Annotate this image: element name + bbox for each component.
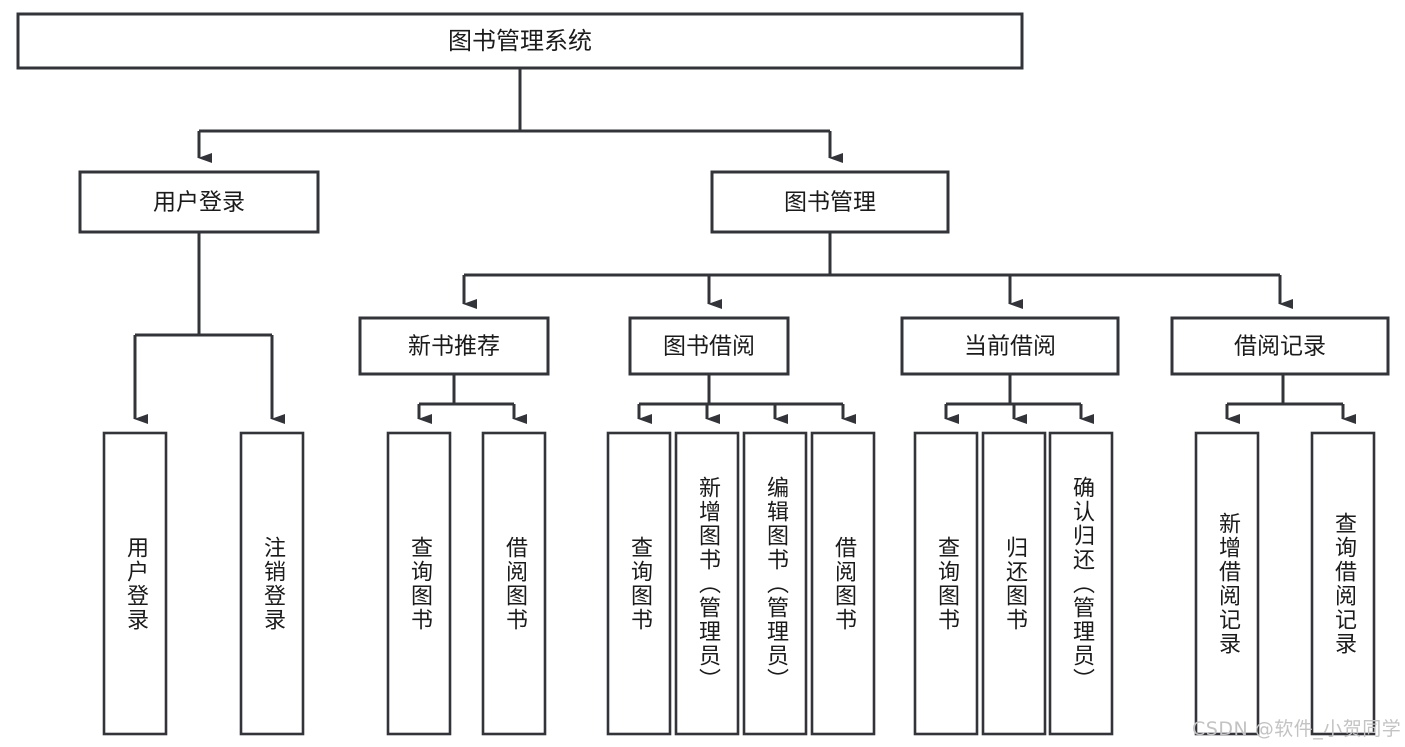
node-leaf-borrow-book-1[interactable]	[481, 431, 547, 736]
node-label-book-manage: 图书管理	[784, 190, 876, 216]
node-label-borrow-record: 借阅记录	[1234, 334, 1326, 360]
node-new-book-recommend[interactable]	[358, 316, 550, 376]
node-leaf-confirm-return[interactable]	[1048, 431, 1114, 736]
node-book-borrow[interactable]	[628, 316, 790, 376]
node-borrow-record[interactable]	[1170, 316, 1390, 376]
connector-current-to-leaves	[944, 374, 1094, 424]
root-node-label: 图书管理系统	[448, 27, 592, 55]
node-book-manage[interactable]	[710, 170, 950, 234]
connector-root-to-level2	[197, 68, 843, 163]
node-leaf-query-book-2[interactable]	[606, 431, 672, 736]
node-leaf-add-book[interactable]	[674, 431, 740, 736]
node-label-current-borrow: 当前借阅	[964, 334, 1056, 360]
node-leaf-user-login[interactable]	[102, 431, 168, 736]
node-leaf-borrow-book-2[interactable]	[810, 431, 876, 736]
node-label-book-borrow: 图书借阅	[663, 334, 755, 360]
connector-user-login-to-leaves	[133, 232, 285, 424]
connector-book-manage-to-level3	[462, 232, 1293, 309]
node-user-login[interactable]	[78, 170, 320, 234]
node-leaf-query-book-1[interactable]	[386, 431, 452, 736]
node-label-user-login: 用户登录	[153, 190, 245, 216]
connector-borrow-to-leaves	[637, 374, 856, 424]
node-leaf-query-record[interactable]	[1310, 431, 1376, 736]
connector-record-to-leaves	[1225, 374, 1356, 424]
node-leaf-add-record[interactable]	[1194, 431, 1260, 736]
box-layer	[16, 12, 1390, 736]
node-leaf-logout[interactable]	[239, 431, 305, 736]
node-current-borrow[interactable]	[900, 316, 1120, 376]
node-leaf-return-book[interactable]	[981, 431, 1047, 736]
node-leaf-query-book-3[interactable]	[913, 431, 979, 736]
connector-layer	[133, 68, 1356, 424]
root-node-图书管理系统[interactable]	[16, 12, 1024, 70]
node-label-new-book-recommend: 新书推荐	[408, 334, 500, 360]
connector-recommend-to-leaves	[417, 374, 527, 424]
node-leaf-edit-book[interactable]	[742, 431, 808, 736]
